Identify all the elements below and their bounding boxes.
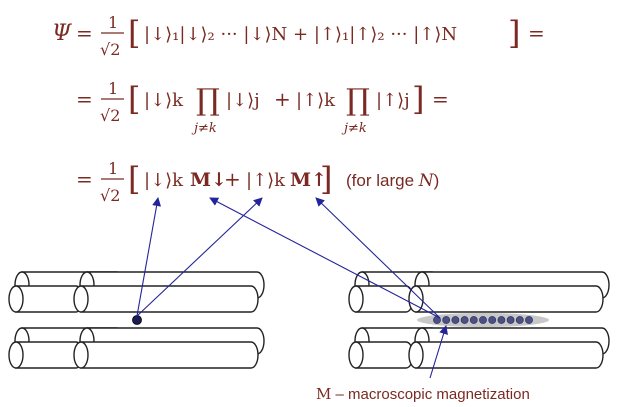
cylinder-end xyxy=(73,341,89,369)
equation-line-3: = 1 √2 [ |↓⟩k M↓ + |↑⟩k M↑ ] (for large … xyxy=(76,159,439,205)
magnetization-dot xyxy=(469,316,478,324)
right-bracket: ] xyxy=(412,80,424,118)
product-subscript: j≠k xyxy=(341,121,367,136)
cylinder-end xyxy=(408,341,424,369)
magnetization-caption: M – macroscopic magnetization xyxy=(316,385,530,403)
cylinder-end xyxy=(348,341,364,369)
term-down-k: |↓⟩k xyxy=(144,170,184,191)
magnetization-dot xyxy=(506,316,515,324)
arrow-spin-to-down-k xyxy=(136,197,162,317)
cylinder xyxy=(15,285,84,313)
magnetization-dot xyxy=(442,316,451,324)
equals-sign: = xyxy=(76,21,93,45)
magnetization-dots xyxy=(433,316,533,324)
product-symbol: ∏ xyxy=(346,83,370,118)
product-subscript: j≠k xyxy=(191,121,217,136)
fraction-numerator: 1 xyxy=(108,13,118,32)
cylinder xyxy=(15,341,84,369)
cylinder xyxy=(415,285,604,313)
left-tube-array xyxy=(8,271,265,369)
single-spin-dot xyxy=(132,315,142,325)
cylinder-end xyxy=(408,285,424,313)
right-bracket: ] xyxy=(320,160,332,198)
fraction-denominator: √2 xyxy=(100,106,120,125)
plus-sign: + xyxy=(274,87,291,111)
magnetization-dot xyxy=(488,316,497,324)
factor-down-j: |↓⟩j xyxy=(226,90,260,111)
equation-line-2: = 1 √2 [ |↓⟩k ∏ j≠k |↓⟩j + |↑⟩k ∏ j≠k |↑… xyxy=(76,79,449,136)
trailing-equals: = xyxy=(432,87,449,111)
cylinder-end xyxy=(73,285,89,313)
magnetization-dot xyxy=(497,316,506,324)
magnetization-dot xyxy=(479,316,487,324)
cylinder xyxy=(355,341,414,369)
term-up-k: |↑⟩k xyxy=(296,90,336,111)
arrow-band-to-m-up xyxy=(315,197,441,319)
arrow-caption-to-band xyxy=(429,325,448,379)
fraction-denominator: √2 xyxy=(100,186,120,205)
trailing-equals: = xyxy=(528,21,545,45)
cylinder-end xyxy=(348,285,364,313)
cylinder xyxy=(80,341,259,369)
psi-symbol: Ψ xyxy=(52,21,72,46)
right-tube-array xyxy=(348,271,610,369)
cylinder xyxy=(415,341,604,369)
term-up-k: |↑⟩k xyxy=(246,170,286,191)
cylinder-end xyxy=(8,285,24,313)
fraction-numerator: 1 xyxy=(108,159,118,178)
magnetization-dot xyxy=(525,316,533,324)
left-bracket: [ xyxy=(128,160,140,198)
equation-line-1: Ψ = 1 √2 [ |↓⟩₁|↓⟩₂ ··· |↓⟩N + |↑⟩₁|↑⟩₂ … xyxy=(52,13,545,59)
magnetization-dot xyxy=(515,316,524,324)
magnetization-down: M↓ xyxy=(190,169,227,191)
plus-sign: + xyxy=(224,167,241,191)
bracket-body: |↓⟩₁|↓⟩₂ ··· |↓⟩N + |↑⟩₁|↑⟩₂ ··· |↑⟩N xyxy=(144,24,457,45)
large-n-note: (for large N) xyxy=(346,171,439,191)
magnetization-dot xyxy=(451,316,460,324)
arrow-spin-to-up-k xyxy=(136,197,263,317)
equals-sign: = xyxy=(76,87,93,111)
factor-up-j: |↑⟩j xyxy=(376,90,410,111)
arrow-band-to-m-down xyxy=(209,197,441,319)
equals-sign: = xyxy=(76,167,93,191)
cylinder xyxy=(80,285,259,313)
left-bracket: [ xyxy=(128,80,140,118)
magnetization-up: M↑ xyxy=(290,169,327,191)
fraction-numerator: 1 xyxy=(108,79,118,98)
magnetization-dot xyxy=(460,316,469,324)
fraction-denominator: √2 xyxy=(100,40,120,59)
product-symbol: ∏ xyxy=(196,83,220,118)
cylinder-end xyxy=(8,341,24,369)
right-bracket: ] xyxy=(508,14,520,52)
left-bracket: [ xyxy=(128,14,140,52)
term-down-k: |↓⟩k xyxy=(144,90,184,111)
